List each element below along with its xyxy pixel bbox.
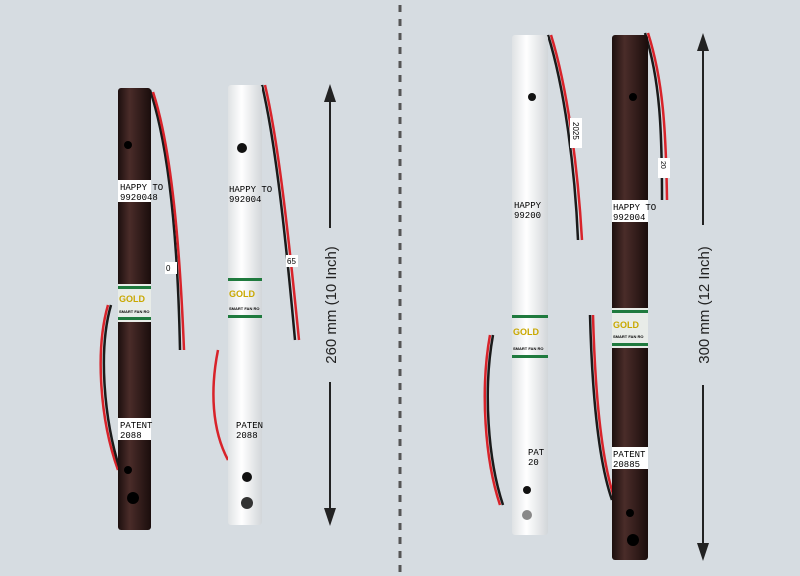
logo-text: GOLD xyxy=(613,320,639,330)
left-white-rod: HAPPY TO 992004 GOLD SMART FAN RO PATEN … xyxy=(212,84,301,525)
logo-subtext: SMART FAN RO xyxy=(613,334,643,339)
rod-label-text: PATEN xyxy=(236,421,263,431)
measurement-label: 300 mm (12 Inch) xyxy=(696,246,713,364)
wire-tag: 2025 xyxy=(571,122,580,140)
measurement-label: 260 mm (10 Inch) xyxy=(323,246,340,364)
measurement-arrow-260: 260 mm (10 Inch) xyxy=(323,84,340,526)
rod-label-text: 992004 xyxy=(229,195,261,205)
logo-text: GOLD xyxy=(513,327,539,337)
rod-label-text: HAPPY TO xyxy=(613,203,656,213)
rod-label-text: 99200 xyxy=(514,211,541,221)
logo-subtext: SMART FAN RO xyxy=(229,306,259,311)
rod-label-text: 20885 xyxy=(613,460,640,470)
rod-label-text: PATENT xyxy=(613,450,646,460)
rod-label-text: HAPPY TO xyxy=(229,185,272,195)
left-brown-rod: HAPPY TO 9920048 GOLD SMART FAN RO PATEN… xyxy=(99,88,186,530)
rod-label-text: 20 xyxy=(528,458,539,468)
logo-subtext: SMART FAN RO xyxy=(513,346,543,351)
rod-label-text: 2088 xyxy=(120,431,142,441)
rod-label-text: 2088 xyxy=(236,431,258,441)
logo-subtext: SMART FAN RO xyxy=(119,309,149,314)
rod-label-text: HAPPY TO xyxy=(120,183,163,193)
wire-tag: 65 xyxy=(287,257,296,266)
right-brown-rod: HAPPY TO 992004 GOLD SMART FAN RO PATENT… xyxy=(588,32,670,560)
right-white-rod: HAPPY 99200 GOLD SMART FAN RO PAT 20 202… xyxy=(483,34,584,535)
rod-label-text: PAT xyxy=(528,448,545,458)
wire-tag: 20 xyxy=(659,161,666,169)
logo-text: GOLD xyxy=(119,294,145,304)
logo-text: GOLD xyxy=(229,289,255,299)
rod-label-text: PATENT xyxy=(120,421,153,431)
rod-label-text: 9920048 xyxy=(120,193,158,203)
rod-label-text: 992004 xyxy=(613,213,645,223)
wire-tag: 0 xyxy=(166,264,171,273)
rod-label-text: HAPPY xyxy=(514,201,542,211)
measurement-arrow-300: 300 mm (12 Inch) xyxy=(696,33,713,561)
